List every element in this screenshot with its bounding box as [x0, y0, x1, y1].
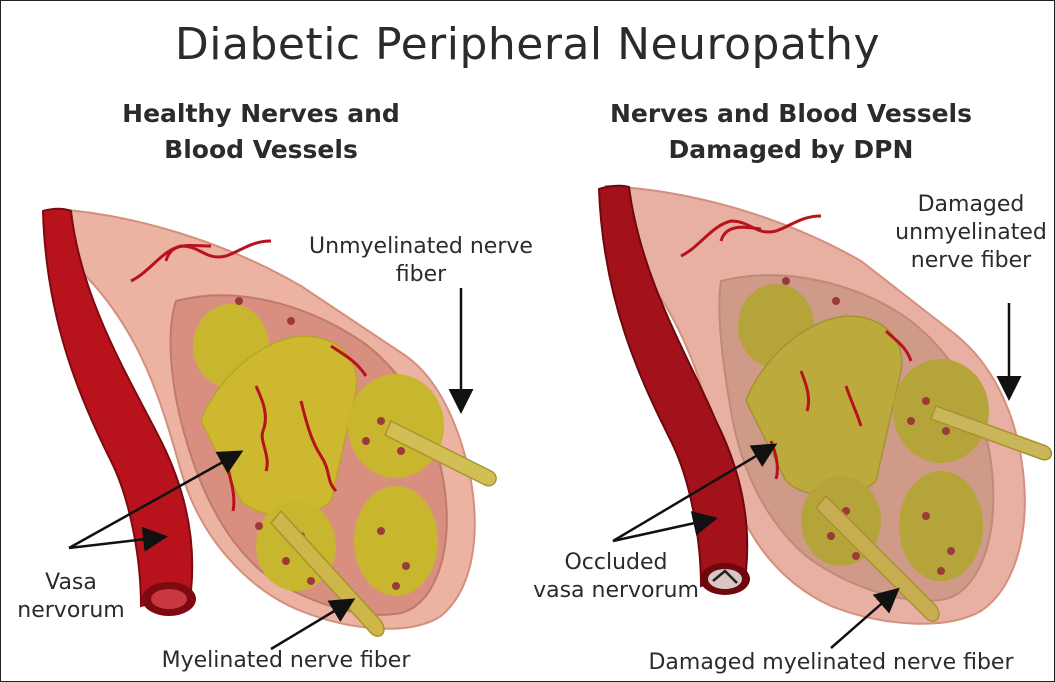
label-unmyelinated-line2: fiber [286, 261, 556, 289]
damaged-heading-line2: Damaged by DPN [581, 132, 1001, 168]
healthy-heading-line2: Blood Vessels [61, 132, 461, 168]
damaged-heading-line1: Nerves and Blood Vessels [581, 96, 1001, 132]
damaged-fascicle [899, 471, 983, 581]
label-unmyelinated-line1: Unmyelinated nerve [286, 233, 556, 261]
healthy-fascicle [354, 486, 438, 596]
healthy-heading-line1: Healthy Nerves and [61, 96, 461, 132]
label-vasa-nervorum: Vasa nervorum [11, 569, 131, 625]
label-vasa-line1: Vasa [11, 569, 131, 597]
page-title: Diabetic Peripheral Neuropathy [1, 19, 1054, 70]
healthy-vessel-lumen-inner [151, 589, 187, 609]
label-vasa-line2: nervorum [11, 597, 131, 625]
label-occluded-line1: Occluded [521, 549, 711, 577]
label-myelinated-fiber: Myelinated nerve fiber [121, 647, 451, 675]
damaged-panel-heading: Nerves and Blood Vessels Damaged by DPN [581, 96, 1001, 168]
label-damaged-myelinated-fiber: Damaged myelinated nerve fiber [611, 649, 1051, 677]
label-damaged-unmyelinated-line1: Damaged [891, 191, 1051, 219]
label-damaged-unmyelinated-fiber: Damaged unmyelinated nerve fiber [891, 191, 1051, 275]
label-unmyelinated-fiber: Unmyelinated nerve fiber [286, 233, 556, 289]
label-occluded-line2: vasa nervorum [521, 577, 711, 605]
label-damaged-unmyelinated-line3: nerve fiber [891, 247, 1051, 275]
label-occluded-vasa-nervorum: Occluded vasa nervorum [521, 549, 711, 605]
label-damaged-unmyelinated-line2: unmyelinated [891, 219, 1051, 247]
healthy-panel-heading: Healthy Nerves and Blood Vessels [61, 96, 461, 168]
